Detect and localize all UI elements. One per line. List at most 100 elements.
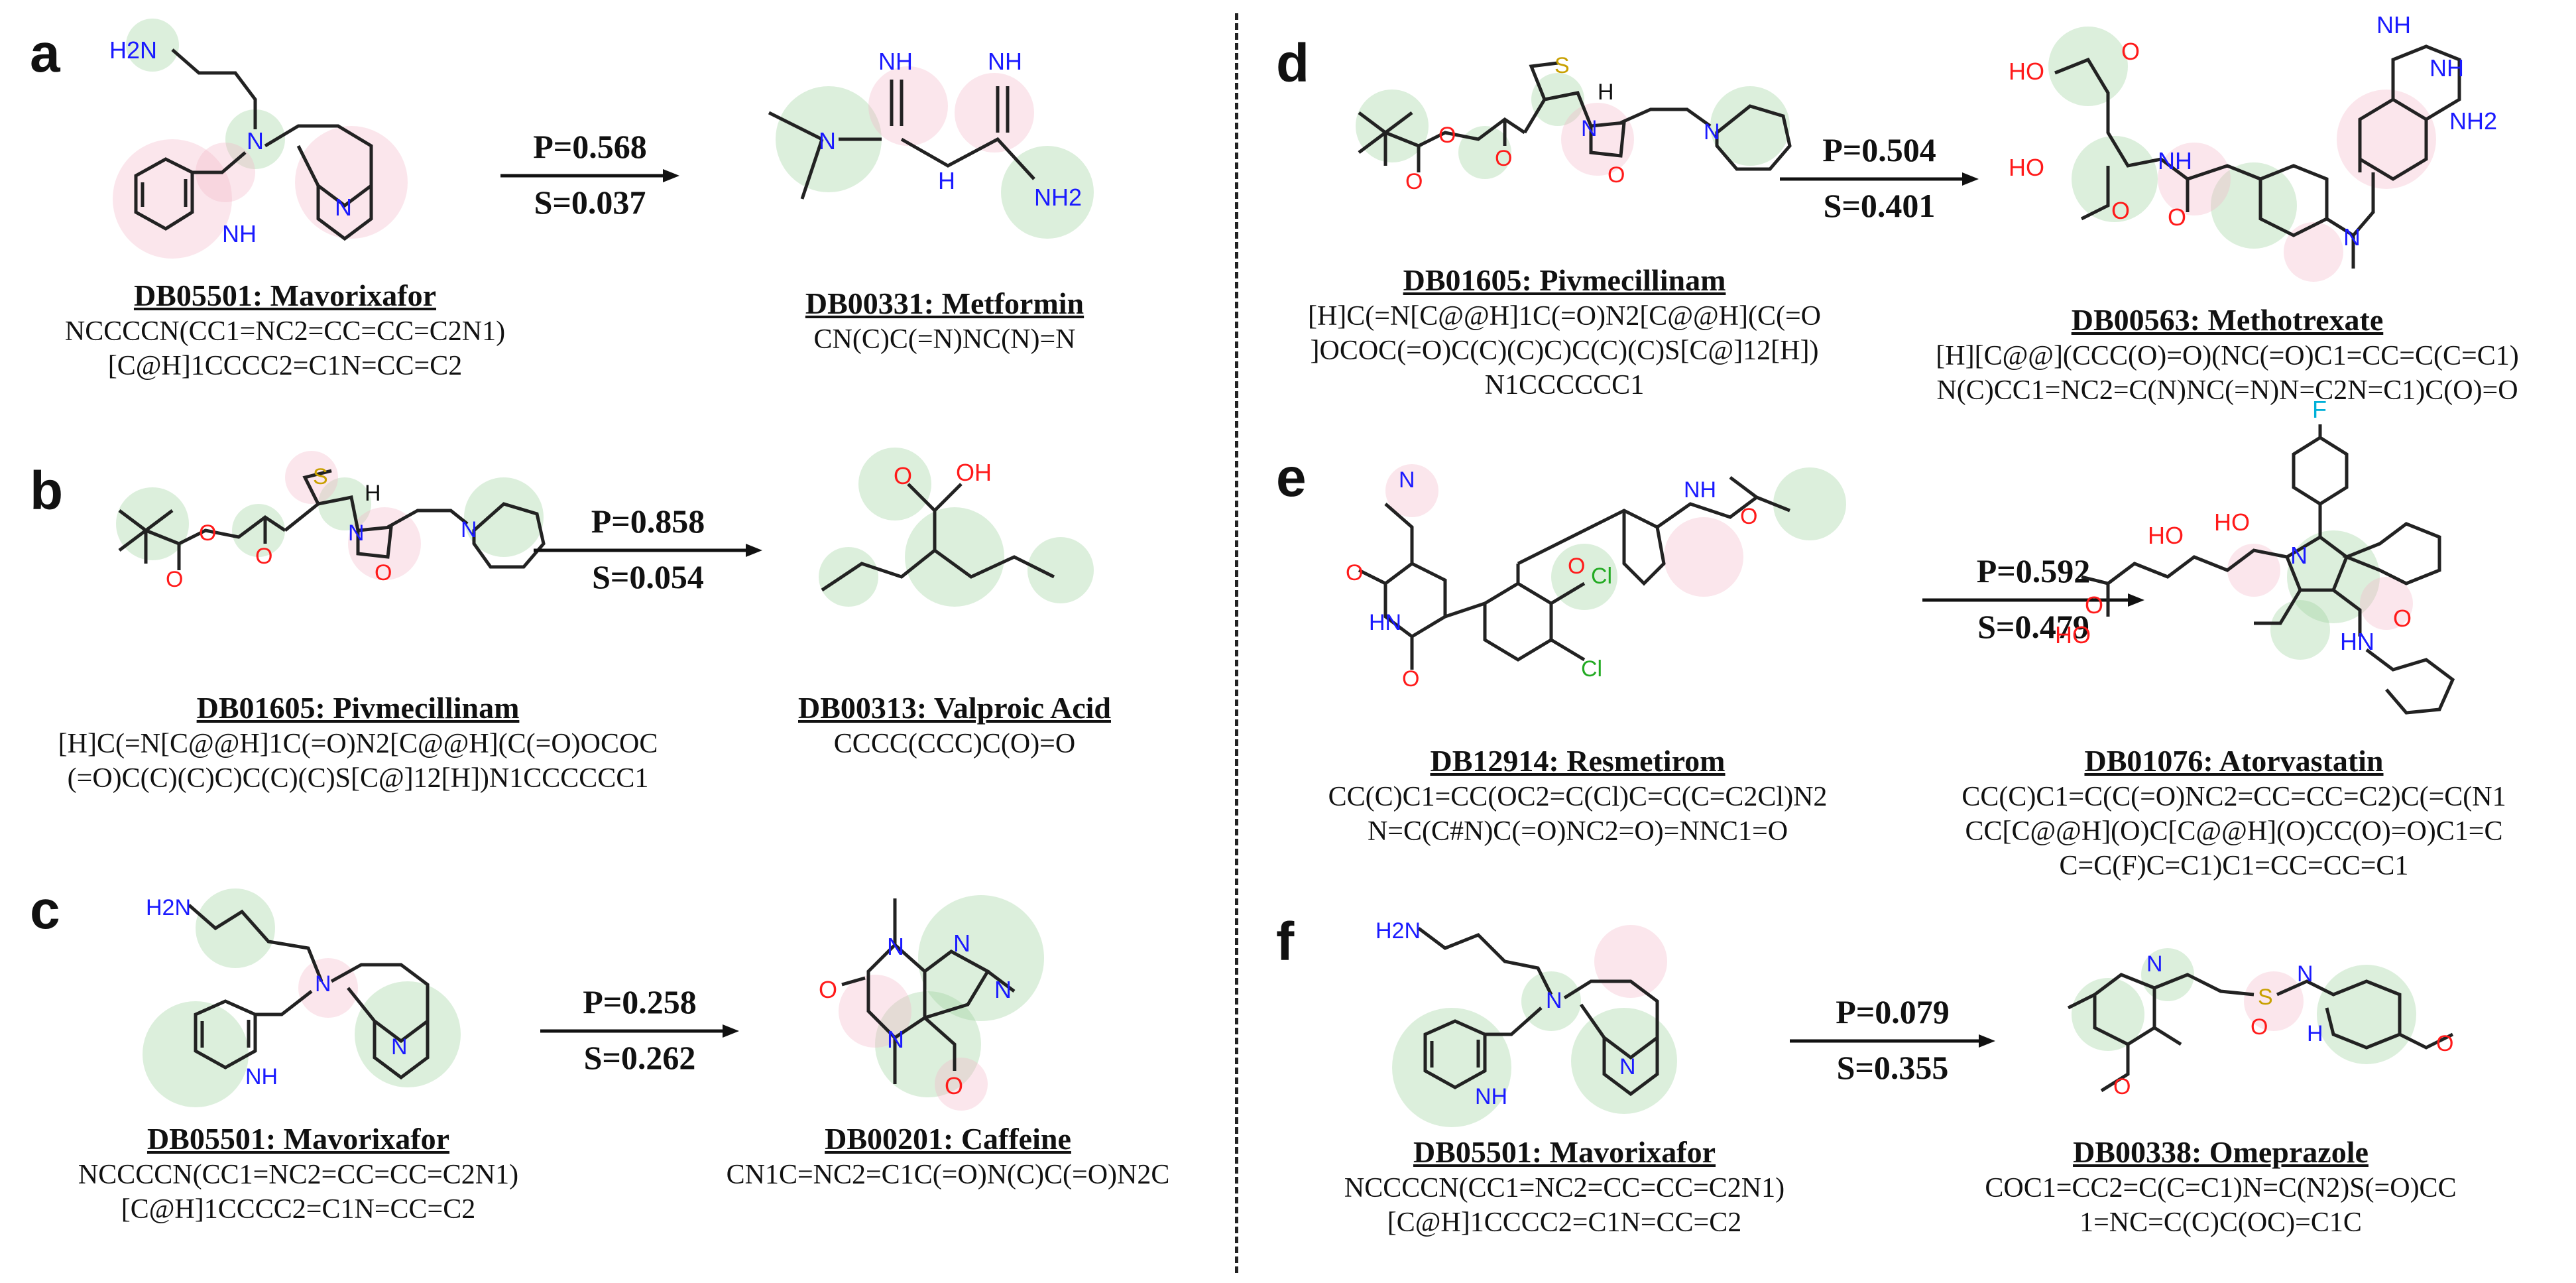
atom-o: O [2436,1031,2453,1056]
compound-name: DB00331: Metformin [805,286,1084,320]
atom-o: O [199,520,216,546]
atom-o: O [1438,123,1456,148]
atom-ho-1: HO [2148,522,2184,549]
atom-nh-1: NH [878,48,913,75]
atom-n2: N [953,930,970,957]
atom-s: S [2258,985,2273,1010]
smiles-line-1: CCCC(CCC)C(O)=O [833,729,1076,759]
atom-n: N [315,971,331,997]
atom-o: O [945,1072,963,1099]
compound-name: DB05501: Mavorixafor [1413,1135,1716,1169]
caption-right: DB00201: Caffeine CN1C=NC2=C1C(=O)N(C)C(… [683,1121,1213,1192]
p-value: P=0.258 [583,983,697,1020]
atom-o: O [1495,146,1512,171]
atom-nh2: NH2 [2449,107,2497,135]
caption-right: DB00563: Methotrexate [H][C@@](CCC(O)=O)… [1909,302,2546,408]
smiles-line-1: NCCCCN(CC1=NC2=CC=CC=C2N1) [64,316,506,347]
atom-o: O [894,462,912,489]
panel-label: e [1276,448,1307,508]
smiles-line-3: C=C(F)C=C1)C1=CC=CC=C1 [2059,851,2409,881]
reaction-arrow-group: P=0.568 S=0.037 [500,123,679,229]
atom-nh-2: NH [988,48,1022,75]
smiles-line-1: [H]C(=N[C@@H]1C(=O)N2[C@@H](C(=O)OCOC [58,729,658,759]
atom-nh2: H2N [109,36,157,64]
compound-name: DB00201: Caffeine [825,1122,1071,1156]
smiles-line-2: N=C(C#N)C(=O)NC2=O)=NNC1=O [1367,816,1788,847]
panel-f: f H2N N NH N P=0.079 [1246,888,2572,1280]
smiles-line-1: NCCCCN(CC1=NC2=CC=CC=C2N1) [1344,1173,1785,1203]
atom-nh-ring: NH [2430,54,2464,82]
atom-o: O [1405,169,1423,194]
compound-name: DB05501: Mavorixafor [146,1122,450,1156]
atom-nh-top: NH [2376,11,2411,38]
p-value: P=0.592 [1976,552,2091,589]
atom-ho-3: HO [2055,621,2091,648]
smiles-line-1: [H][C@@](CCC(O)=O)(NC(=O)C1=CC=C(C=C1) [1936,341,2519,371]
reaction-arrow-group: P=0.504 S=0.401 [1780,126,1979,232]
atom-o: O [2393,605,2412,632]
arrow-icon [500,169,679,182]
atom-o: O [2121,38,2140,65]
arrow-icon [540,1024,739,1038]
atom-nh2: H2N [1376,918,1421,944]
atom-nh: NH [222,220,257,247]
smiles-line-1: CN1C=NC2=C1C(=O)N(C)C(=O)N2C [726,1160,1170,1190]
atom-ho-1: HO [2009,58,2044,85]
atom-n-nitrile: N [1399,467,1415,493]
reaction-arrow-group: P=0.258 S=0.262 [540,978,739,1084]
atom-h: H [1598,80,1614,105]
caption-right: DB00313: Valproic Acid CCCC(CCC)C(O)=O [742,690,1167,761]
atom-n-pyridine: N [2146,951,2163,977]
caption-right: DB00331: Metformin CN(C)C(=N)NC(N)=N [703,285,1187,357]
caption-left: DB05501: Mavorixafor NCCCCN(CC1=NC2=CC=C… [33,1121,563,1227]
compound-name: DB12914: Resmetirom [1430,744,1726,778]
smiles-line-1: CN(C)C(=N)NC(N)=N [813,324,1076,355]
caption-right: DB01076: Atorvastatin CC(C)C1=C(C(=O)NC2… [1909,743,2559,883]
panel-label: f [1276,912,1295,972]
atom-ho-2: HO [2009,154,2044,181]
reaction-arrow-group: P=0.858 S=0.054 [534,497,762,603]
smiles-line-1: COC1=CC2=C(C=C1)N=C(N2)S(=O)CC [1985,1173,2457,1203]
atom-s: S [313,464,328,489]
molecule-pivmecillinam: O O O O S H N N [1356,53,1792,194]
s-value: S=0.037 [534,184,646,221]
panel-label: a [30,23,60,84]
atom-o: O [375,560,392,585]
p-value: P=0.858 [591,503,705,540]
atom-n-ring: N [461,517,477,542]
atom-h: H [365,481,381,506]
molecule-mavorixafor: H2N N NH N [1376,918,1677,1127]
atom-h: H [938,167,955,194]
caption-left: DB05501: Mavorixafor NCCCCN(CC1=NC2=CC=C… [20,277,550,383]
panel-label: c [30,880,60,940]
molecule-mavorixafor: H2N N NH N [143,888,461,1107]
caption-left: DB01605: Pivmecillinam [H]C(=N[C@@H]1C(=… [0,690,716,796]
atom-n: N [1546,988,1562,1013]
s-value: S=0.355 [1836,1049,1949,1086]
panel-label: d [1276,33,1310,93]
reaction-arrow-group: P=0.079 S=0.355 [1790,988,1995,1094]
atom-n: N [1581,116,1598,141]
arrow-icon [534,544,762,557]
molecule-methotrexate: O O O HO HO NH NH NH NH2 N [2009,11,2497,282]
molecule-valproic-acid: OH O [819,448,1094,607]
atom-n: N [247,127,264,154]
atom-nh: H [2307,1021,2323,1046]
panel-label: b [30,461,64,521]
atom-o: O [1740,504,1757,529]
s-value: S=0.479 [1977,608,2089,645]
atom-n4: N [994,976,1012,1003]
atom-cl-2: Cl [1581,656,1602,682]
atom-nh: NH [245,1064,278,1089]
atom-hn: HN [1369,610,1401,635]
smiles-line-2: ]OCOC(=O)C(C)(C)C)C(C)(C)S[C@]12[H]) [1310,336,1819,366]
atom-o: O [1402,666,1419,692]
atom-o: O [2113,1074,2131,1099]
molecule-caffeine: O O N N N N [819,895,1044,1111]
atom-f: F [2312,396,2327,423]
atom-oh: OH [956,459,992,486]
atom-o: O [2251,1014,2268,1040]
p-value: P=0.504 [1822,131,1936,168]
molecule-omeprazole: O O O N S N H [2067,948,2453,1099]
atom-o: O [1608,162,1625,188]
